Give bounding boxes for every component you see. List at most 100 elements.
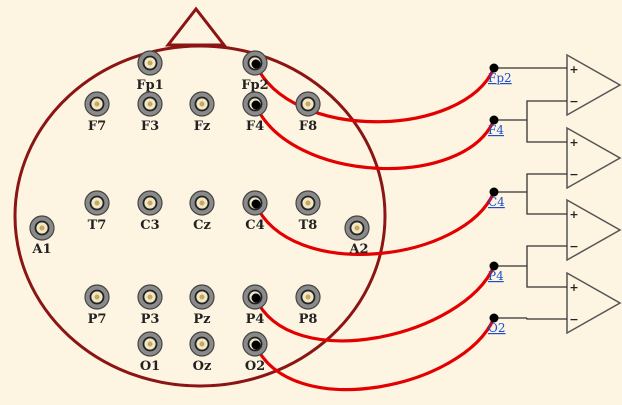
amplifiers: +−+−+−+− <box>494 53 622 335</box>
amplifier-2: +− <box>526 120 622 192</box>
output-label[interactable]: P4 <box>488 269 504 283</box>
electrode-label: P7 <box>88 312 107 327</box>
op-amp-icon <box>566 53 622 117</box>
wire-p4 <box>253 264 496 343</box>
nose-triangle-icon <box>164 6 228 47</box>
electrode-o2[interactable]: O2 <box>242 331 268 374</box>
electrode-icon <box>242 284 268 310</box>
electrode-fz[interactable]: Fz <box>189 91 215 134</box>
minus-sign: − <box>569 240 578 253</box>
electrode-label: C3 <box>140 218 159 233</box>
output-terminal-o2[interactable]: O2 <box>488 313 505 336</box>
electrode-label: Fp2 <box>241 78 268 93</box>
wires <box>253 61 496 392</box>
electrode-label: P4 <box>246 312 265 327</box>
electrode-o1[interactable]: O1 <box>137 331 163 374</box>
electrode-label: C4 <box>245 218 264 233</box>
output-terminal-p4[interactable]: P4 <box>488 261 504 284</box>
electrode-f7[interactable]: F7 <box>84 91 110 134</box>
electrode-f4[interactable]: F4 <box>242 91 268 134</box>
electrode-t8[interactable]: T8 <box>295 190 321 233</box>
electrode-cz[interactable]: Cz <box>189 190 215 233</box>
amp-plus-lead <box>526 192 567 215</box>
output-terminal-fp2[interactable]: Fp2 <box>488 63 512 86</box>
op-amp-icon <box>566 126 622 190</box>
plus-sign: + <box>569 208 578 221</box>
electrode-label: F7 <box>88 119 106 134</box>
electrode-c4[interactable]: C4 <box>242 190 268 233</box>
output-label[interactable]: F4 <box>488 123 504 137</box>
electrode-icon <box>137 190 163 216</box>
electrode-p4[interactable]: P4 <box>242 284 268 327</box>
amp-minus-lead <box>526 318 567 320</box>
electrode-label: P8 <box>299 312 318 327</box>
electrode-icon <box>84 91 110 117</box>
output-label[interactable]: Fp2 <box>488 71 512 85</box>
amplifier-1: +− <box>494 53 622 120</box>
amp-minus-lead <box>526 245 567 266</box>
electrode-icon <box>29 215 55 241</box>
output-label[interactable]: O2 <box>488 321 505 335</box>
wire-f4 <box>253 102 496 171</box>
electrode-icon <box>189 91 215 117</box>
electrode-f8[interactable]: F8 <box>295 91 321 134</box>
electrode-icon <box>137 284 163 310</box>
electrode-icon <box>242 331 268 357</box>
wire-fp2 <box>253 61 496 124</box>
electrode-p8[interactable]: P8 <box>295 284 321 327</box>
electrode-label: T7 <box>88 218 107 233</box>
electrode-label: F3 <box>141 119 159 134</box>
plus-sign: + <box>569 281 578 294</box>
minus-sign: − <box>569 313 578 326</box>
amplifier-3: +− <box>526 192 622 266</box>
electrode-label: Pz <box>193 312 210 327</box>
electrode-pz[interactable]: Pz <box>189 284 215 327</box>
output-label[interactable]: C4 <box>488 195 505 209</box>
electrode-icon <box>137 331 163 357</box>
electrode-a2[interactable]: A2 <box>344 215 370 257</box>
electrode-label: Fz <box>194 119 211 134</box>
electrode-icon <box>295 91 321 117</box>
electrode-icon <box>84 190 110 216</box>
electrode-p3[interactable]: P3 <box>137 284 163 327</box>
electrode-c3[interactable]: C3 <box>137 190 163 233</box>
electrode-icon <box>189 284 215 310</box>
electrode-fp2[interactable]: Fp2 <box>241 50 269 93</box>
amp-minus-lead <box>526 100 567 120</box>
electrode-label: F8 <box>299 119 317 134</box>
electrode-icon <box>242 91 268 117</box>
minus-sign: − <box>569 95 578 108</box>
electrode-label: P3 <box>141 312 160 327</box>
electrode-icon <box>295 190 321 216</box>
output-terminal-f4[interactable]: F4 <box>488 115 504 138</box>
electrode-icon <box>242 50 268 76</box>
amp-minus-lead <box>526 173 567 192</box>
wire-c4 <box>253 190 496 256</box>
electrode-label: T8 <box>299 218 318 233</box>
electrode-a1[interactable]: A1 <box>29 215 55 257</box>
electrode-fp1[interactable]: Fp1 <box>136 50 164 93</box>
electrode-label: O2 <box>245 359 265 374</box>
electrode-icon <box>84 284 110 310</box>
electrode-label: A2 <box>348 242 368 257</box>
electrode-icon <box>242 190 268 216</box>
plus-sign: + <box>569 136 578 149</box>
electrode-p7[interactable]: P7 <box>84 284 110 327</box>
electrode-icon <box>189 331 215 357</box>
electrode-icon <box>344 215 370 241</box>
output-terminal-c4[interactable]: C4 <box>488 187 505 210</box>
electrode-f3[interactable]: F3 <box>137 91 163 134</box>
electrode-label: Fp1 <box>136 78 163 93</box>
electrode-label: Cz <box>193 218 211 233</box>
electrode-icon <box>295 284 321 310</box>
wire-o2 <box>253 316 496 392</box>
electrode-oz[interactable]: Oz <box>189 331 215 374</box>
electrode-t7[interactable]: T7 <box>84 190 110 233</box>
electrode-icon <box>189 190 215 216</box>
electrode-label: Oz <box>193 359 212 374</box>
plus-sign: + <box>569 63 578 76</box>
electrode-icon <box>137 50 163 76</box>
